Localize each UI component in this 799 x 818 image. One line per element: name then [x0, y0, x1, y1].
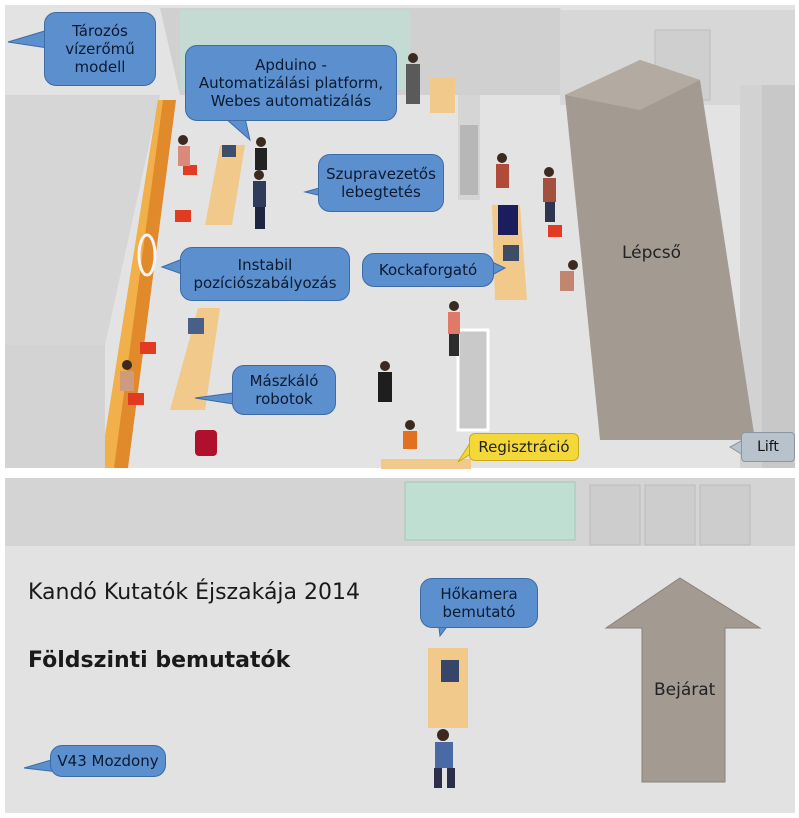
left-room-floor [5, 95, 160, 345]
chair [548, 225, 562, 237]
chair [183, 165, 197, 175]
device-thermal [441, 660, 459, 682]
stairs-label: Lépcső [622, 243, 682, 263]
table-arduino [205, 145, 245, 225]
corridor-door-1 [589, 484, 641, 546]
chair [128, 393, 144, 405]
center-pillar [456, 328, 490, 432]
orange-wall-edge [100, 100, 163, 468]
corridor-door-3 [699, 484, 751, 546]
device-levitation [498, 205, 518, 235]
corridor-wall-top [5, 468, 795, 480]
person [543, 167, 556, 222]
callout-thermal-camera: Hőkamera bemutató [420, 578, 538, 628]
person [178, 135, 190, 166]
chairs [128, 165, 562, 405]
person [560, 260, 578, 291]
table-registration [381, 459, 471, 469]
callout-lift: Lift [741, 432, 795, 462]
person [255, 137, 267, 170]
person [253, 170, 266, 229]
person [496, 153, 509, 188]
corridor-window [404, 481, 576, 541]
entrance-label: Bejárat [654, 680, 716, 700]
device-cube [503, 245, 519, 261]
callout-registration: Regisztráció [469, 433, 579, 461]
person [378, 361, 392, 402]
people [120, 53, 578, 788]
entrance-arrow [604, 577, 762, 783]
right-wall-inner [762, 85, 795, 470]
page-title: Földszinti bemutatók [28, 648, 291, 673]
person [434, 729, 455, 788]
callout-v43-locomotive: V43 Mozdony [50, 745, 166, 777]
callout-superconducting-levitation: Szupravezetős lebegtetés [318, 154, 444, 212]
person [403, 420, 417, 449]
chair [175, 210, 191, 222]
left-lower-wall [5, 345, 105, 470]
person [406, 53, 420, 104]
callout-unstable-position-control: Instabil pozíciószabályozás [180, 247, 350, 301]
person [448, 301, 460, 356]
person [120, 360, 134, 391]
corridor-door-2 [644, 484, 696, 546]
wall-ring [137, 233, 157, 277]
table-climbing [170, 308, 220, 410]
callout-cube-rotator: Kockaforgató [362, 253, 494, 287]
red-suitcase [195, 430, 217, 456]
table-back [430, 78, 455, 113]
callout-arduino-platform: Apduino - Automatizálási platform, Webes… [185, 45, 397, 121]
callout-reservoir-model: Tározós vízerőmű modell [44, 12, 156, 86]
event-subtitle: Kandó Kutatók Éjszakája 2014 [28, 580, 360, 605]
levitation-cylinder [460, 125, 478, 195]
stairs-block [565, 60, 755, 440]
chair [140, 342, 156, 354]
callout-climbing-robots: Mászkáló robotok [232, 365, 336, 415]
device-arduino [222, 145, 236, 157]
stairs-top [565, 60, 700, 110]
device-climbing [188, 318, 204, 334]
